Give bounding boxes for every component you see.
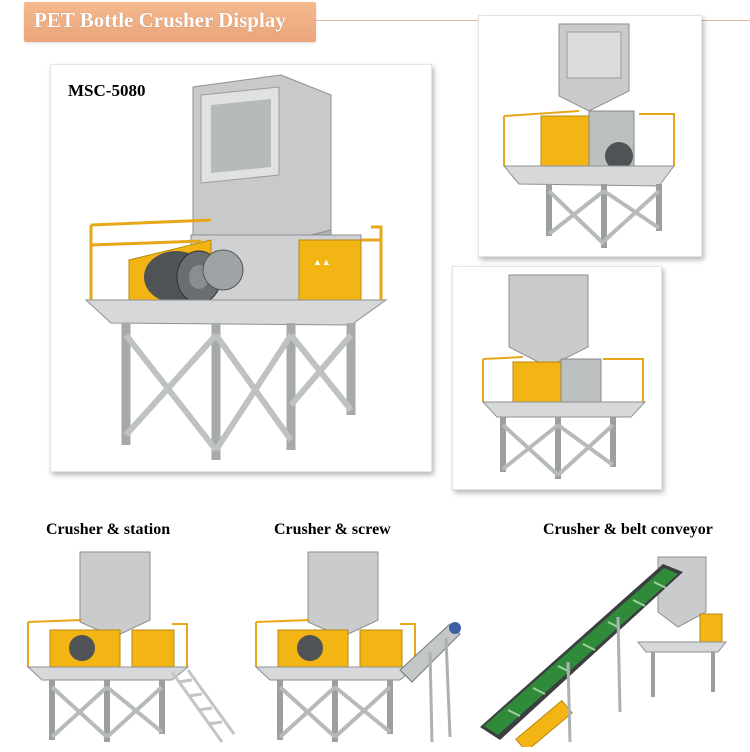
caption-crusher-station: Crusher & station: [46, 521, 171, 538]
crusher-station-photo: [22, 542, 240, 747]
page-title: PET Bottle Crusher Display: [34, 8, 286, 32]
crusher-screw-photo: [250, 542, 472, 747]
crusher-illustration: [254, 551, 461, 743]
crusher-illustration: [480, 556, 728, 752]
model-label: MSC-5080: [68, 81, 146, 100]
crusher-illustration: ▲▲: [84, 74, 388, 460]
caption-crusher-screw: Crusher & screw: [274, 521, 391, 538]
main-product-photo: MSC-5080 ▲▲: [50, 64, 432, 472]
front-view-photo: [452, 266, 662, 490]
crusher-illustration: [481, 274, 647, 479]
crusher-illustration: [502, 23, 675, 248]
crusher-illustration: [26, 551, 236, 743]
svg-text:▲▲: ▲▲: [313, 257, 331, 267]
caption-crusher-belt-conveyor: Crusher & belt conveyor: [543, 521, 713, 538]
side-view-photo: [478, 15, 702, 257]
crusher-belt-conveyor-photo: [478, 542, 748, 752]
header-banner: PET Bottle Crusher Display: [24, 2, 316, 42]
